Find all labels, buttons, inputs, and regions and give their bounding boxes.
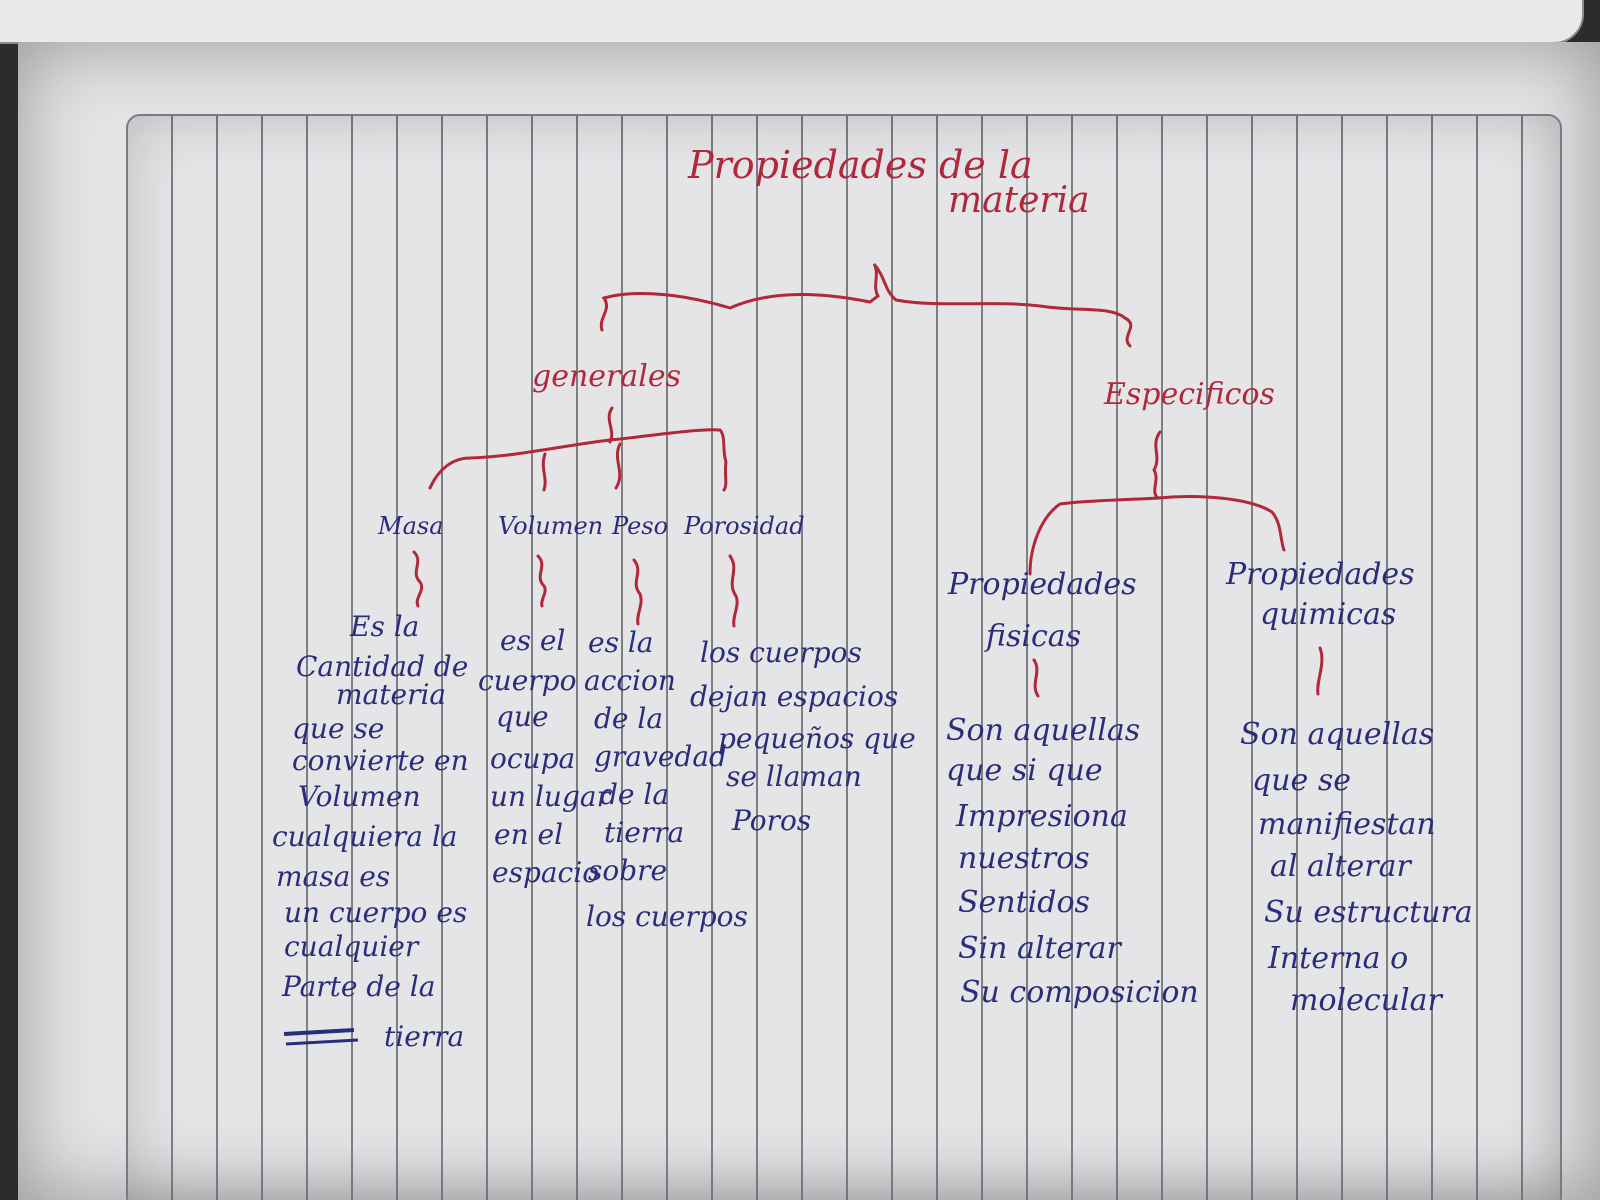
porosidad-line: se llaman [726,760,862,793]
generales-brace [428,428,728,492]
peso-line: los cuerpos [586,900,748,933]
fisicas-line: Sentidos [958,885,1090,920]
volumen-line: ocupa [490,742,575,775]
volumen-line: que [496,700,549,733]
peso-line: de la [594,702,663,735]
especificos-label: Especificos [1103,377,1275,412]
quimicas-definition: Son aquellas que se manifiestan al alter… [1240,717,1473,1018]
porosidad-label: Porosidad [683,512,805,540]
volumen-line: un lugar [490,780,612,813]
volumen-line: espacio [492,856,599,889]
peso-definition: es la accion de la gravedad de la tierra… [584,626,748,933]
quimicas-line: Son aquellas [1240,717,1434,752]
porosidad-line: pequeños que [718,722,916,755]
fisicas-line: Sin alterar [958,931,1123,966]
quimicas-line: al alterar [1270,849,1413,884]
quimicas-line: molecular [1290,983,1443,1018]
volumen-squiggle [536,554,547,608]
fisicas-line: que si que [946,753,1103,788]
masa-line: Parte de la [281,970,435,1003]
masa-line: masa es [276,860,390,893]
masa-label: Masa [377,512,444,540]
masa-line: materia [336,678,446,711]
masa-line: convierte en [292,744,469,777]
scribble-strike [285,1038,359,1046]
top-brace [599,263,1133,348]
peso-line: gravedad [594,740,727,773]
quimicas-label-line: quimicas [1260,597,1396,632]
map-title-line-2: materia [948,180,1090,221]
volumen-label: Volumen [498,512,603,540]
masa-line: que se [292,712,384,745]
map-connectors [412,263,1324,698]
scribble-strike [283,1028,355,1036]
map-title-line-1: Propiedades de la [687,143,1033,187]
especificos-stem [1152,430,1162,500]
masa-definition: Es la Cantidad de materia que se convier… [272,610,469,1053]
peso-line: de la [600,778,669,811]
masa-line: Es la [349,610,419,643]
porosidad-line: los cuerpos [700,636,862,669]
quimicas-line: manifiestan [1258,807,1436,842]
masa-line: cualquier [284,930,420,963]
peso-line: es la [588,626,654,659]
quimicas-squiggle [1316,646,1324,696]
volumen-link [541,452,547,492]
fisicas-line: Son aquellas [946,713,1140,748]
peso-line: sobre [588,854,667,887]
porosidad-line: dejan espacios [690,680,898,713]
quimicas-label-line: Propiedades [1225,557,1415,592]
volumen-line: cuerpo [478,664,576,697]
peso-link [614,442,622,490]
especificos-brace [1028,495,1286,576]
fisicas-line: Su composicion [960,975,1199,1010]
porosidad-definition: los cuerpos dejan espacios pequeños que … [690,636,916,837]
volumen-line: es el [500,624,565,657]
peso-line: tierra [604,816,684,849]
peso-label: Peso [611,512,668,540]
volumen-line: en el [494,818,563,851]
porosidad-line: Poros [731,804,811,837]
notebook-sheet [18,42,1600,1200]
masa-line: Cantidad de [296,650,468,683]
fisicas-squiggle [1032,658,1040,698]
fisicas-definition: Son aquellas que si que Impresiona nuest… [946,713,1199,1010]
volumen-definition: es el cuerpo que ocupa un lugar en el es… [478,624,612,889]
masa-squiggle [412,550,424,608]
fisicas-line: nuestros [958,841,1090,876]
quimicas-line: Interna o [1267,941,1408,976]
peso-squiggle [632,558,643,626]
masa-line: cualquiera la [272,820,457,853]
generales-label: generales [532,359,681,394]
quimicas-line: Su estructura [1264,895,1473,930]
generales-stem [607,406,614,444]
masa-line: Volumen [298,780,421,813]
fisicas-line: Impresiona [955,799,1128,834]
peso-line: accion [584,664,676,697]
fisicas-label-line: Propiedades [947,567,1137,602]
masa-line: tierra [384,1020,464,1053]
fisicas-label-line: fisicas [984,619,1081,654]
quimicas-line: que se [1252,763,1351,798]
masa-line: un cuerpo es [284,896,467,929]
porosidad-squiggle [728,554,739,628]
